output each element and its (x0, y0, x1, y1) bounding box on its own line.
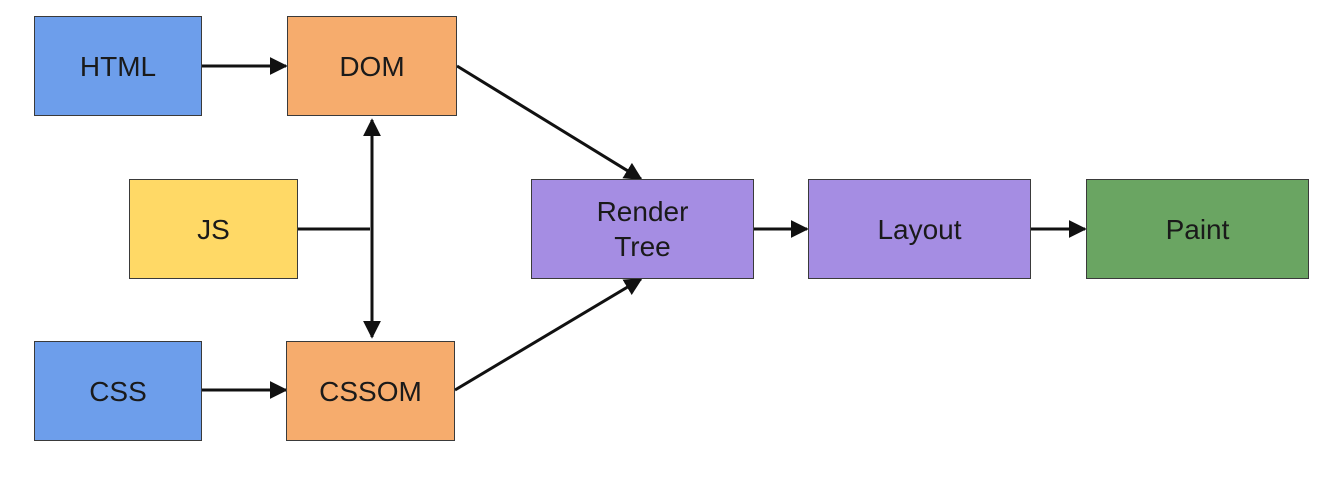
edge-cssom-to-render-tree (454, 277, 643, 392)
node-html: HTML (34, 16, 202, 116)
node-render-tree-label: Render Tree (596, 196, 689, 262)
node-cssom: CSSOM (286, 341, 455, 441)
node-dom-label: DOM (339, 50, 405, 82)
node-css-label: CSS (89, 375, 147, 407)
node-css: CSS (34, 341, 202, 441)
node-js-label: JS (197, 213, 230, 245)
node-paint: Paint (1086, 179, 1309, 279)
node-dom: DOM (287, 16, 457, 116)
node-js: JS (129, 179, 298, 279)
edge-dom-to-render-tree (456, 64, 643, 181)
node-layout: Layout (808, 179, 1031, 279)
node-render-tree: Render Tree (531, 179, 754, 279)
node-html-label: HTML (79, 50, 157, 82)
node-layout-label: Layout (877, 213, 962, 245)
node-cssom-label: CSSOM (319, 375, 422, 407)
node-paint-label: Paint (1165, 213, 1230, 245)
